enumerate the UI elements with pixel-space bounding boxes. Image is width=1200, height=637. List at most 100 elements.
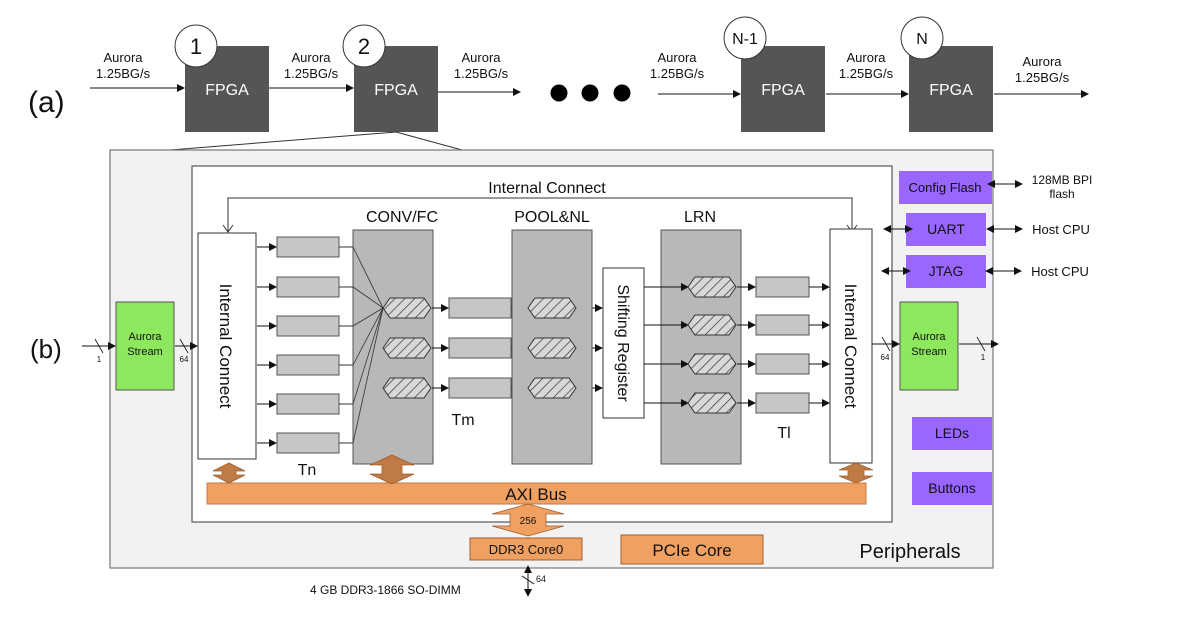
aurora-stream-out[interactable] [899,301,959,391]
processing-element [687,392,737,414]
buffer-block [276,393,340,415]
part-a-label: (a) [28,86,65,119]
processing-element [687,353,737,375]
internal-connect-loop [227,197,853,232]
lrn-block [660,229,742,465]
ellipsis-dot [613,84,631,102]
processing-element [527,297,577,319]
link-label-1-line2: 1.25BG/s [284,66,339,81]
fpga-node-1: FPGA 1 [174,24,269,132]
fan-in-line [352,246,384,309]
buttons[interactable] [912,472,992,505]
processing-element [527,377,577,399]
bus-slash [881,336,891,352]
ellipsis-dot [550,84,568,102]
buffer-block [755,392,810,414]
processing-element [382,377,432,399]
buttons-label: Buttons [928,480,975,496]
leds[interactable] [912,417,992,450]
internal-connect-right [829,228,873,464]
buffer-block [448,297,512,319]
fan-in-line [352,307,384,327]
config-flash-label: Config Flash [909,180,982,195]
axi-bus[interactable] [206,482,867,505]
aurora-in-line2: Stream [127,346,162,358]
axi-connectors: 256 [212,454,874,537]
buffer-block [755,276,810,298]
axi-bus-label: AXI Bus [505,485,566,504]
buffer-block [276,432,340,454]
link-label-5-line1: Aurora [1022,54,1062,69]
processing-elements [382,276,737,414]
flash-target-line1: 128MB BPI [1032,173,1093,187]
tn-buffers [257,236,340,454]
tm-buffers [432,297,603,399]
node-badge [900,16,944,60]
processing-element [382,337,432,359]
uart[interactable] [906,213,986,246]
axi-arrow-conv [369,454,415,485]
tn-label: Tn [298,462,317,479]
aurora-stream-in[interactable] [115,301,175,391]
link-label-4-line1: Aurora [846,50,886,65]
aurora-out-line1: Aurora [912,331,946,343]
internal-connect-left [197,232,257,460]
processing-element [687,314,737,336]
zoom-line-left [169,131,397,151]
link-label-4-line2: 1.25BG/s [839,66,894,81]
buffer-block [276,354,340,376]
node-badge [342,24,386,68]
uart-host-label: Host CPU [1032,222,1090,237]
buffer-block [755,314,810,336]
fpga-box [741,46,825,132]
config-flash[interactable] [899,171,992,204]
aurora-in-width-out: 64 [180,355,189,364]
bus-slash [521,575,535,585]
fpga-label: FPGA [374,82,418,99]
internal-connect-right-label: Internal Connect [841,284,860,409]
pcie-core[interactable] [620,534,764,565]
fpga-label: FPGA [205,82,249,99]
node-badge-label: 1 [190,34,202,59]
peripherals-label: Peripherals [859,541,960,563]
fpga-label: FPGA [929,82,973,99]
fpga-chain: Aurora 1.25BG/s Aurora 1.25BG/s Aurora 1… [90,16,1089,151]
bus-slash [179,338,189,354]
fpga-node-n: FPGA N [900,16,993,132]
buffer-block [276,276,340,298]
leds-label: LEDs [935,425,969,441]
axi-arrow-right [838,462,874,484]
axi-arrow-left [212,462,246,484]
buffer-block [276,236,340,258]
link-label-5-line2: 1.25BG/s [1015,70,1070,85]
fpga-label: FPGA [761,82,805,99]
conv-fc-label: CONV/FC [366,209,438,226]
internal-connect-left-label: Internal Connect [216,284,235,409]
fpga-node-n-minus-1: FPGA N-1 [723,16,825,132]
part-b-label: (b) [30,334,62,364]
link-label-3-line1: Aurora [657,50,697,65]
jtag[interactable] [906,255,986,288]
zoom-line-right [395,131,463,151]
bus-slash [94,338,104,354]
axi-ddr-arrow [491,503,565,537]
link-label-0-line1: Aurora [103,50,143,65]
internal-connect-top-label: Internal Connect [488,180,606,197]
aurora-out-width-in: 64 [881,353,890,362]
loop-arrow-left [222,224,234,233]
shifting-register [602,267,645,419]
buffer-block [755,353,810,375]
conv-fan-in-lines [339,246,384,444]
ddr3-core0[interactable] [469,537,583,561]
aurora-in-line1: Aurora [128,331,162,343]
processing-element [382,297,432,319]
ddr-width-label: 64 [536,574,546,584]
lrn-label: LRN [684,209,716,226]
node-badge [723,16,767,60]
aurora-out-width-out: 1 [981,353,986,362]
buffer-block [276,315,340,337]
link-label-0-line2: 1.25BG/s [96,66,151,81]
flash-target-line2: flash [1049,187,1074,201]
processing-element [687,276,737,298]
